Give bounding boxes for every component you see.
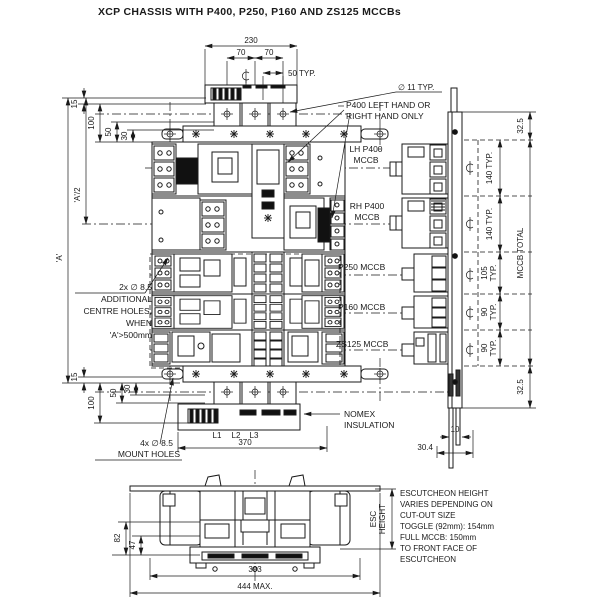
escutcheon-note: ESCUTCHEON HEIGHT VARIES DEPENDING ON CU… xyxy=(400,489,494,564)
bottom-mounting-rail xyxy=(161,365,389,383)
note-centre-holes-3: CENTRE HOLES, xyxy=(84,306,153,316)
bottom-terminal-pads xyxy=(213,381,297,405)
note-escutcheon-4: TOGGLE (92mm): 154mm xyxy=(400,522,494,531)
note-mount-holes-1: 4x ∅ 8.5 xyxy=(140,438,173,448)
front-view xyxy=(129,470,381,585)
note-centre-holes-2: ADDITIONAL xyxy=(101,294,152,304)
dim-a: 'A' xyxy=(55,253,64,262)
dim-a-half: 'A'/2 xyxy=(73,187,82,203)
label-lh-p400-1: LH P400 xyxy=(349,144,382,154)
phase-l3: L3 xyxy=(250,431,259,440)
dim-105: 105 xyxy=(480,266,489,280)
dim-10: 10 xyxy=(451,425,460,434)
dim-32-5-top: 32.5 xyxy=(516,118,525,134)
mccb-labels: LH P400 MCCB RH P400 MCCB P250 MCCB P160… xyxy=(336,144,389,349)
drawing-title: XCP CHASSIS WITH P400, P250, P160 AND ZS… xyxy=(98,6,401,18)
dim-140-rh: 140 TYP. xyxy=(485,208,494,240)
dim-mccb-total: MCCB TOTAL xyxy=(516,227,525,278)
front-dimensions: 82 47 393 444 MAX. ESC HEIGHT xyxy=(112,488,396,597)
top-mounting-rail xyxy=(161,125,389,143)
dim-esc-1: ESC xyxy=(369,511,378,528)
note-centre-holes-1: 2x ∅ 8.5 xyxy=(119,282,152,292)
toggle-right xyxy=(288,474,306,487)
dim-90-zs125: 90 xyxy=(480,343,489,352)
label-lh-p400-2: MCCB xyxy=(353,155,378,165)
label-nomex-2: INSULATION xyxy=(344,420,394,430)
note-escutcheon-3: CUT-OUT SIZE xyxy=(400,511,455,520)
note-escutcheon-7: ESCUTCHEON xyxy=(400,555,456,564)
dim-82: 82 xyxy=(113,533,122,542)
dim-370: 370 xyxy=(238,438,252,447)
dim-100-top: 100 xyxy=(87,116,96,130)
note-escutcheon-2: VARIES DEPENDING ON xyxy=(400,500,493,509)
mccb-row-rh-p400 xyxy=(151,197,346,251)
note-mount-holes-2: MOUNT HOLES xyxy=(118,449,181,459)
side-breaker-profiles xyxy=(389,143,449,365)
dim-50-typ: 50 TYP. xyxy=(288,69,316,78)
side-dimensions: 32.5 140 TYP. 140 TYP. 105 TYP. 90 TYP. … xyxy=(417,111,536,458)
mccb-row-lh-p400 xyxy=(151,143,323,239)
dim-esc-2: HEIGHT xyxy=(378,504,387,534)
centerline-symbol xyxy=(241,68,250,84)
dim-140-lh: 140 TYP. xyxy=(485,152,494,184)
dim-90-p160-typ: TYP. xyxy=(489,304,498,321)
note-escutcheon-5: FULL MCCB: 150mm xyxy=(400,533,477,542)
label-nomex-1: NOMEX xyxy=(344,409,376,419)
dim-15-top: 15 xyxy=(70,99,79,108)
dim-100-bottom: 100 xyxy=(87,396,96,410)
dim-90-zs125-typ: TYP. xyxy=(489,340,498,357)
dim-50-top: 50 xyxy=(104,127,113,136)
dim-230: 230 xyxy=(244,36,258,45)
phase-l1: L1 xyxy=(213,431,222,440)
mccb-row-zs125 xyxy=(151,329,345,367)
dim-90-p160: 90 xyxy=(480,307,489,316)
dim-30-4: 30.4 xyxy=(417,443,433,452)
plan-dimensions: 230 70 70 50 TYP. ∅ 11 TYP. P400 LEFT HA… xyxy=(55,36,442,452)
note-centre-holes-5: 'A'>500mm xyxy=(110,330,152,340)
top-terminal-pads xyxy=(213,102,297,127)
side-mounting-plate xyxy=(447,87,463,469)
dim-70-right: 70 xyxy=(265,48,274,57)
note-escutcheon-1: ESCUTCHEON HEIGHT xyxy=(400,489,489,498)
toggle-left xyxy=(204,474,222,487)
dim-47: 47 xyxy=(128,540,137,549)
side-view xyxy=(389,87,536,469)
label-p250: P250 MCCB xyxy=(338,262,386,272)
label-p160: P160 MCCB xyxy=(338,302,386,312)
bottom-busbar xyxy=(177,403,301,431)
dim-32-5-bottom: 32.5 xyxy=(516,379,525,395)
plan-notes: 2x ∅ 8.5 ADDITIONAL CENTRE HOLES, WHEN '… xyxy=(75,257,394,461)
label-rh-p400-2: MCCB xyxy=(354,212,379,222)
note-centre-holes-4: WHEN xyxy=(126,318,152,328)
dim-15-bottom: 15 xyxy=(70,372,79,381)
dim-30-top: 30 xyxy=(120,131,129,140)
note-p400-hand-2: RIGHT HAND ONLY xyxy=(346,111,424,121)
dim-50-bottom: 50 xyxy=(109,388,118,397)
label-rh-p400-1: RH P400 xyxy=(350,201,385,211)
phase-l2: L2 xyxy=(232,431,241,440)
note-p400-hand-1: P400 LEFT HAND OR xyxy=(346,100,430,110)
dim-105-typ: TYP. xyxy=(489,265,498,282)
dim-30-bottom: 30 xyxy=(123,384,132,393)
plan-view xyxy=(82,68,460,431)
label-zs125: ZS125 MCCB xyxy=(336,339,389,349)
note-escutcheon-6: TO FRONT FACE OF xyxy=(400,544,477,553)
dim-70-left: 70 xyxy=(237,48,246,57)
dim-393: 393 xyxy=(248,565,262,574)
dim-444-max: 444 MAX. xyxy=(237,582,272,591)
dim-hole-dia: ∅ 11 TYP. xyxy=(398,83,434,92)
front-escutcheon xyxy=(129,474,381,572)
